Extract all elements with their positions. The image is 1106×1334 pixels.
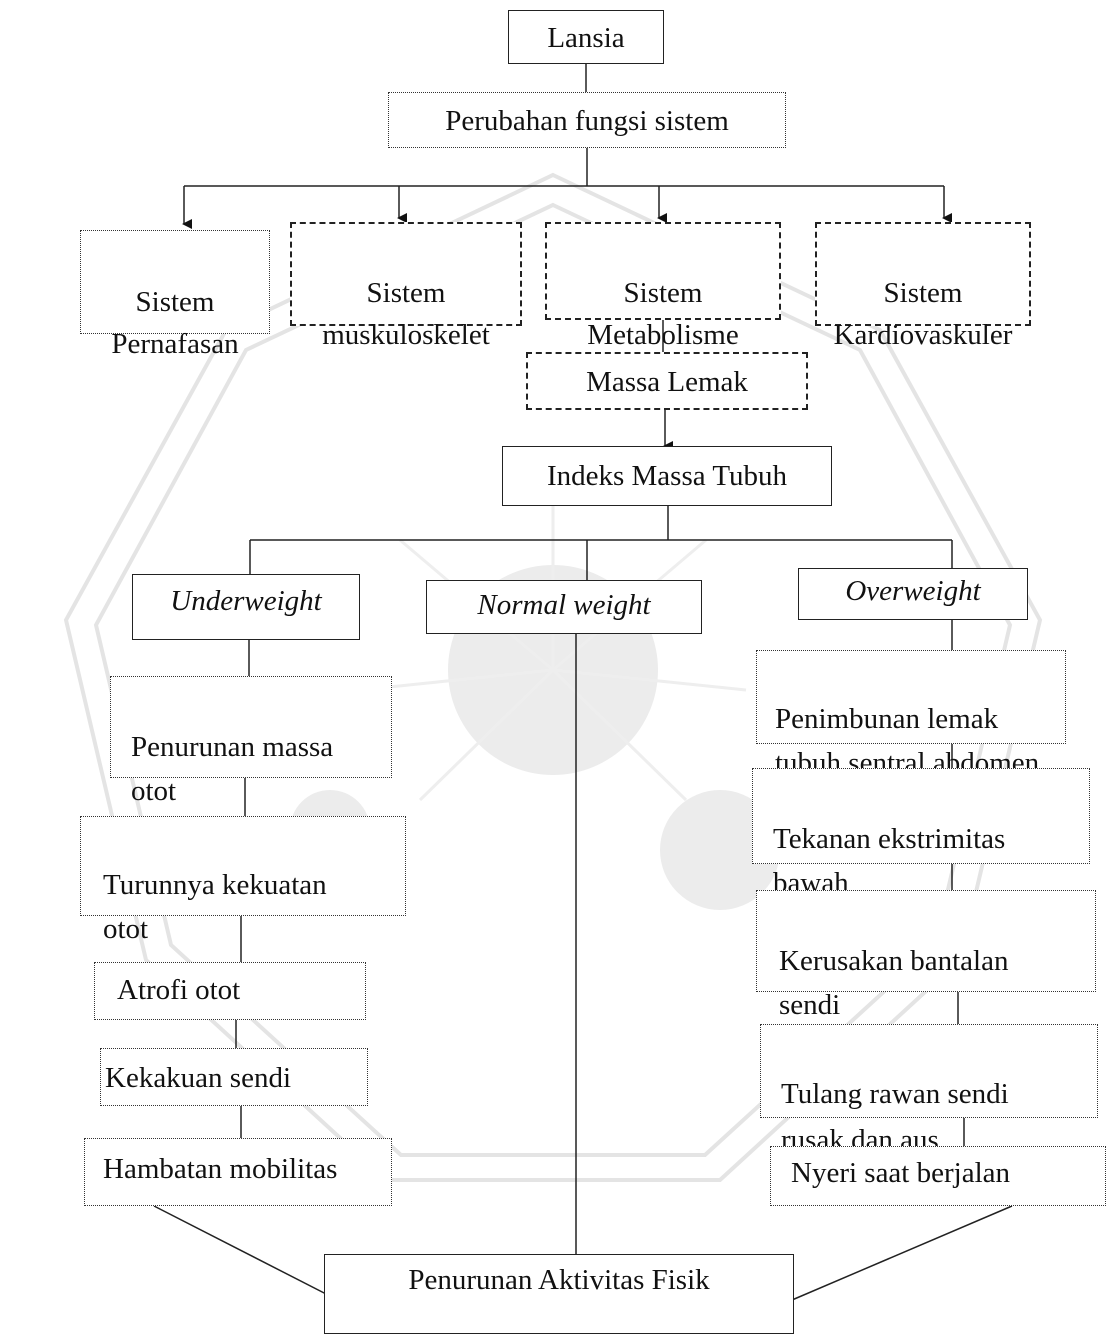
node-overweight: Overweight — [798, 568, 1028, 620]
node-kardiovaskuler-label: Sistem Kardiovaskuler — [833, 277, 1013, 351]
node-tekanan-ekstrimitas: Tekanan ekstrimitas bawah — [752, 768, 1090, 899]
node-turunnya-kekuatan-otot: Turunnya kekuatan otot — [80, 816, 406, 945]
node-penurunan-aktivitas-label: Penurunan Aktivitas Fisik — [408, 1264, 710, 1296]
node-penurunan-massa-label: Penurunan massa otot — [131, 731, 334, 807]
node-kekakuan-label: Kekakuan sendi — [105, 1062, 292, 1094]
node-normal-weight: Normal weight — [426, 580, 702, 634]
node-atrofi-label: Atrofi otot — [117, 974, 241, 1006]
edge-nyeri-aktivitas — [791, 1205, 1013, 1301]
node-lansia-label: Lansia — [547, 22, 625, 54]
node-kerusakan-label: Kerusakan bantalan sendi — [779, 945, 1009, 1021]
node-massa-lemak-label: Massa Lemak — [586, 366, 748, 398]
node-perubahan-fungsi-sistem: Perubahan fungsi sistem — [388, 92, 786, 148]
node-sistem-pernafasan: Sistem Pernafasan — [80, 230, 270, 360]
node-overweight-label: Overweight — [845, 575, 981, 607]
node-atrofi-otot: Atrofi otot — [94, 962, 366, 1020]
node-lansia: Lansia — [508, 10, 664, 64]
node-nyeri-saat-berjalan: Nyeri saat berjalan — [770, 1146, 1106, 1206]
node-penurunan-aktivitas-fisik: Penurunan Aktivitas Fisik — [324, 1254, 794, 1334]
node-hambatan-mobilitas: Hambatan mobilitas — [84, 1138, 392, 1206]
node-sistem-metabolisme: Sistem Metabolisme — [545, 222, 781, 351]
node-underweight: Underweight — [132, 574, 360, 640]
node-massa-lemak: Massa Lemak — [526, 352, 808, 410]
node-tulang-rawan: Tulang rawan sendi rusak dan aus — [760, 1024, 1098, 1156]
node-muskuloskelet-label: Sistem muskuloskelet — [322, 277, 490, 351]
node-metabolisme-label: Sistem Metabolisme — [587, 277, 739, 351]
node-penurunan-massa-otot: Penurunan massa otot — [110, 676, 392, 807]
node-underweight-label: Underweight — [170, 585, 322, 617]
node-kekakuan-sendi: Kekakuan sendi — [100, 1048, 368, 1106]
node-kerusakan-bantalan: Kerusakan bantalan sendi — [756, 890, 1096, 1021]
node-hambatan-label: Hambatan mobilitas — [103, 1153, 338, 1185]
node-turunnya-label: Turunnya kekuatan otot — [103, 869, 327, 945]
node-perubahan-label: Perubahan fungsi sistem — [445, 105, 729, 137]
edge-hambatan-aktivitas — [153, 1205, 331, 1297]
node-normal-label: Normal weight — [477, 589, 651, 621]
node-imt-label: Indeks Massa Tubuh — [546, 460, 788, 492]
node-sistem-kardiovaskuler: Sistem Kardiovaskuler — [815, 222, 1031, 351]
node-sistem-muskuloskelet: Sistem muskuloskelet — [290, 222, 522, 351]
node-nyeri-label: Nyeri saat berjalan — [791, 1157, 1011, 1189]
node-penimbunan-label: Penimbunan lemak tubuh sentral abdomen — [775, 703, 1040, 779]
node-pernafasan-label: Sistem Pernafasan — [111, 286, 239, 360]
node-penimbunan-lemak: Penimbunan lemak tubuh sentral abdomen — [756, 650, 1066, 779]
node-indeks-massa-tubuh: Indeks Massa Tubuh — [502, 446, 832, 506]
